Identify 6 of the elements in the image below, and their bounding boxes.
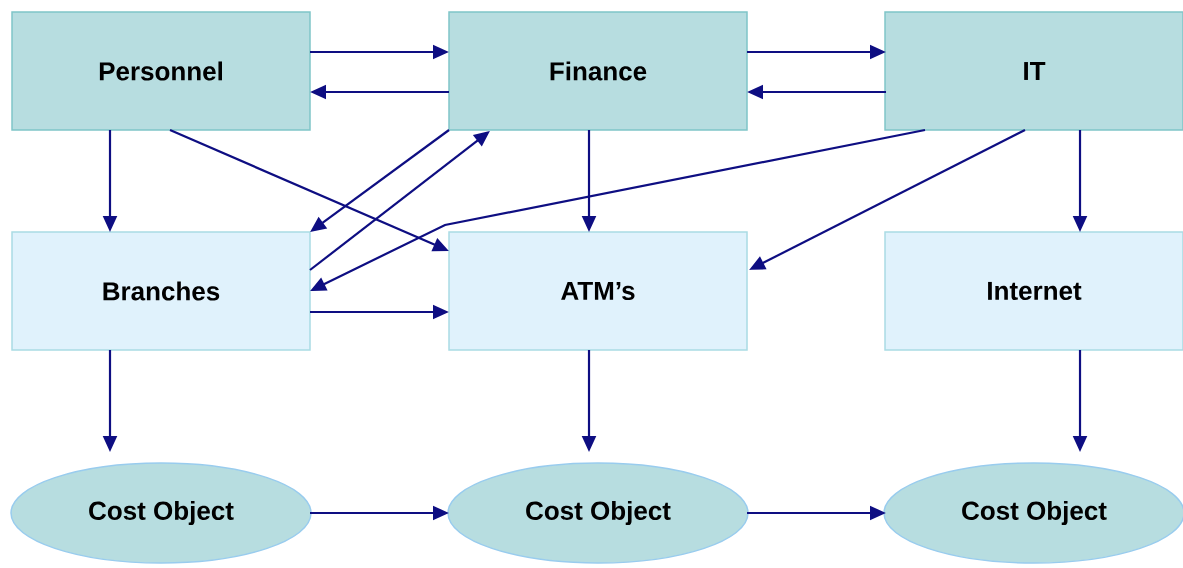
department-box: IT — [884, 11, 1183, 131]
department-box: Finance — [448, 11, 748, 131]
channel-box: Internet — [884, 231, 1183, 351]
department-box: Personnel — [11, 11, 311, 131]
channel-box: ATM’s — [448, 231, 748, 351]
channel-box: Branches — [11, 231, 311, 351]
